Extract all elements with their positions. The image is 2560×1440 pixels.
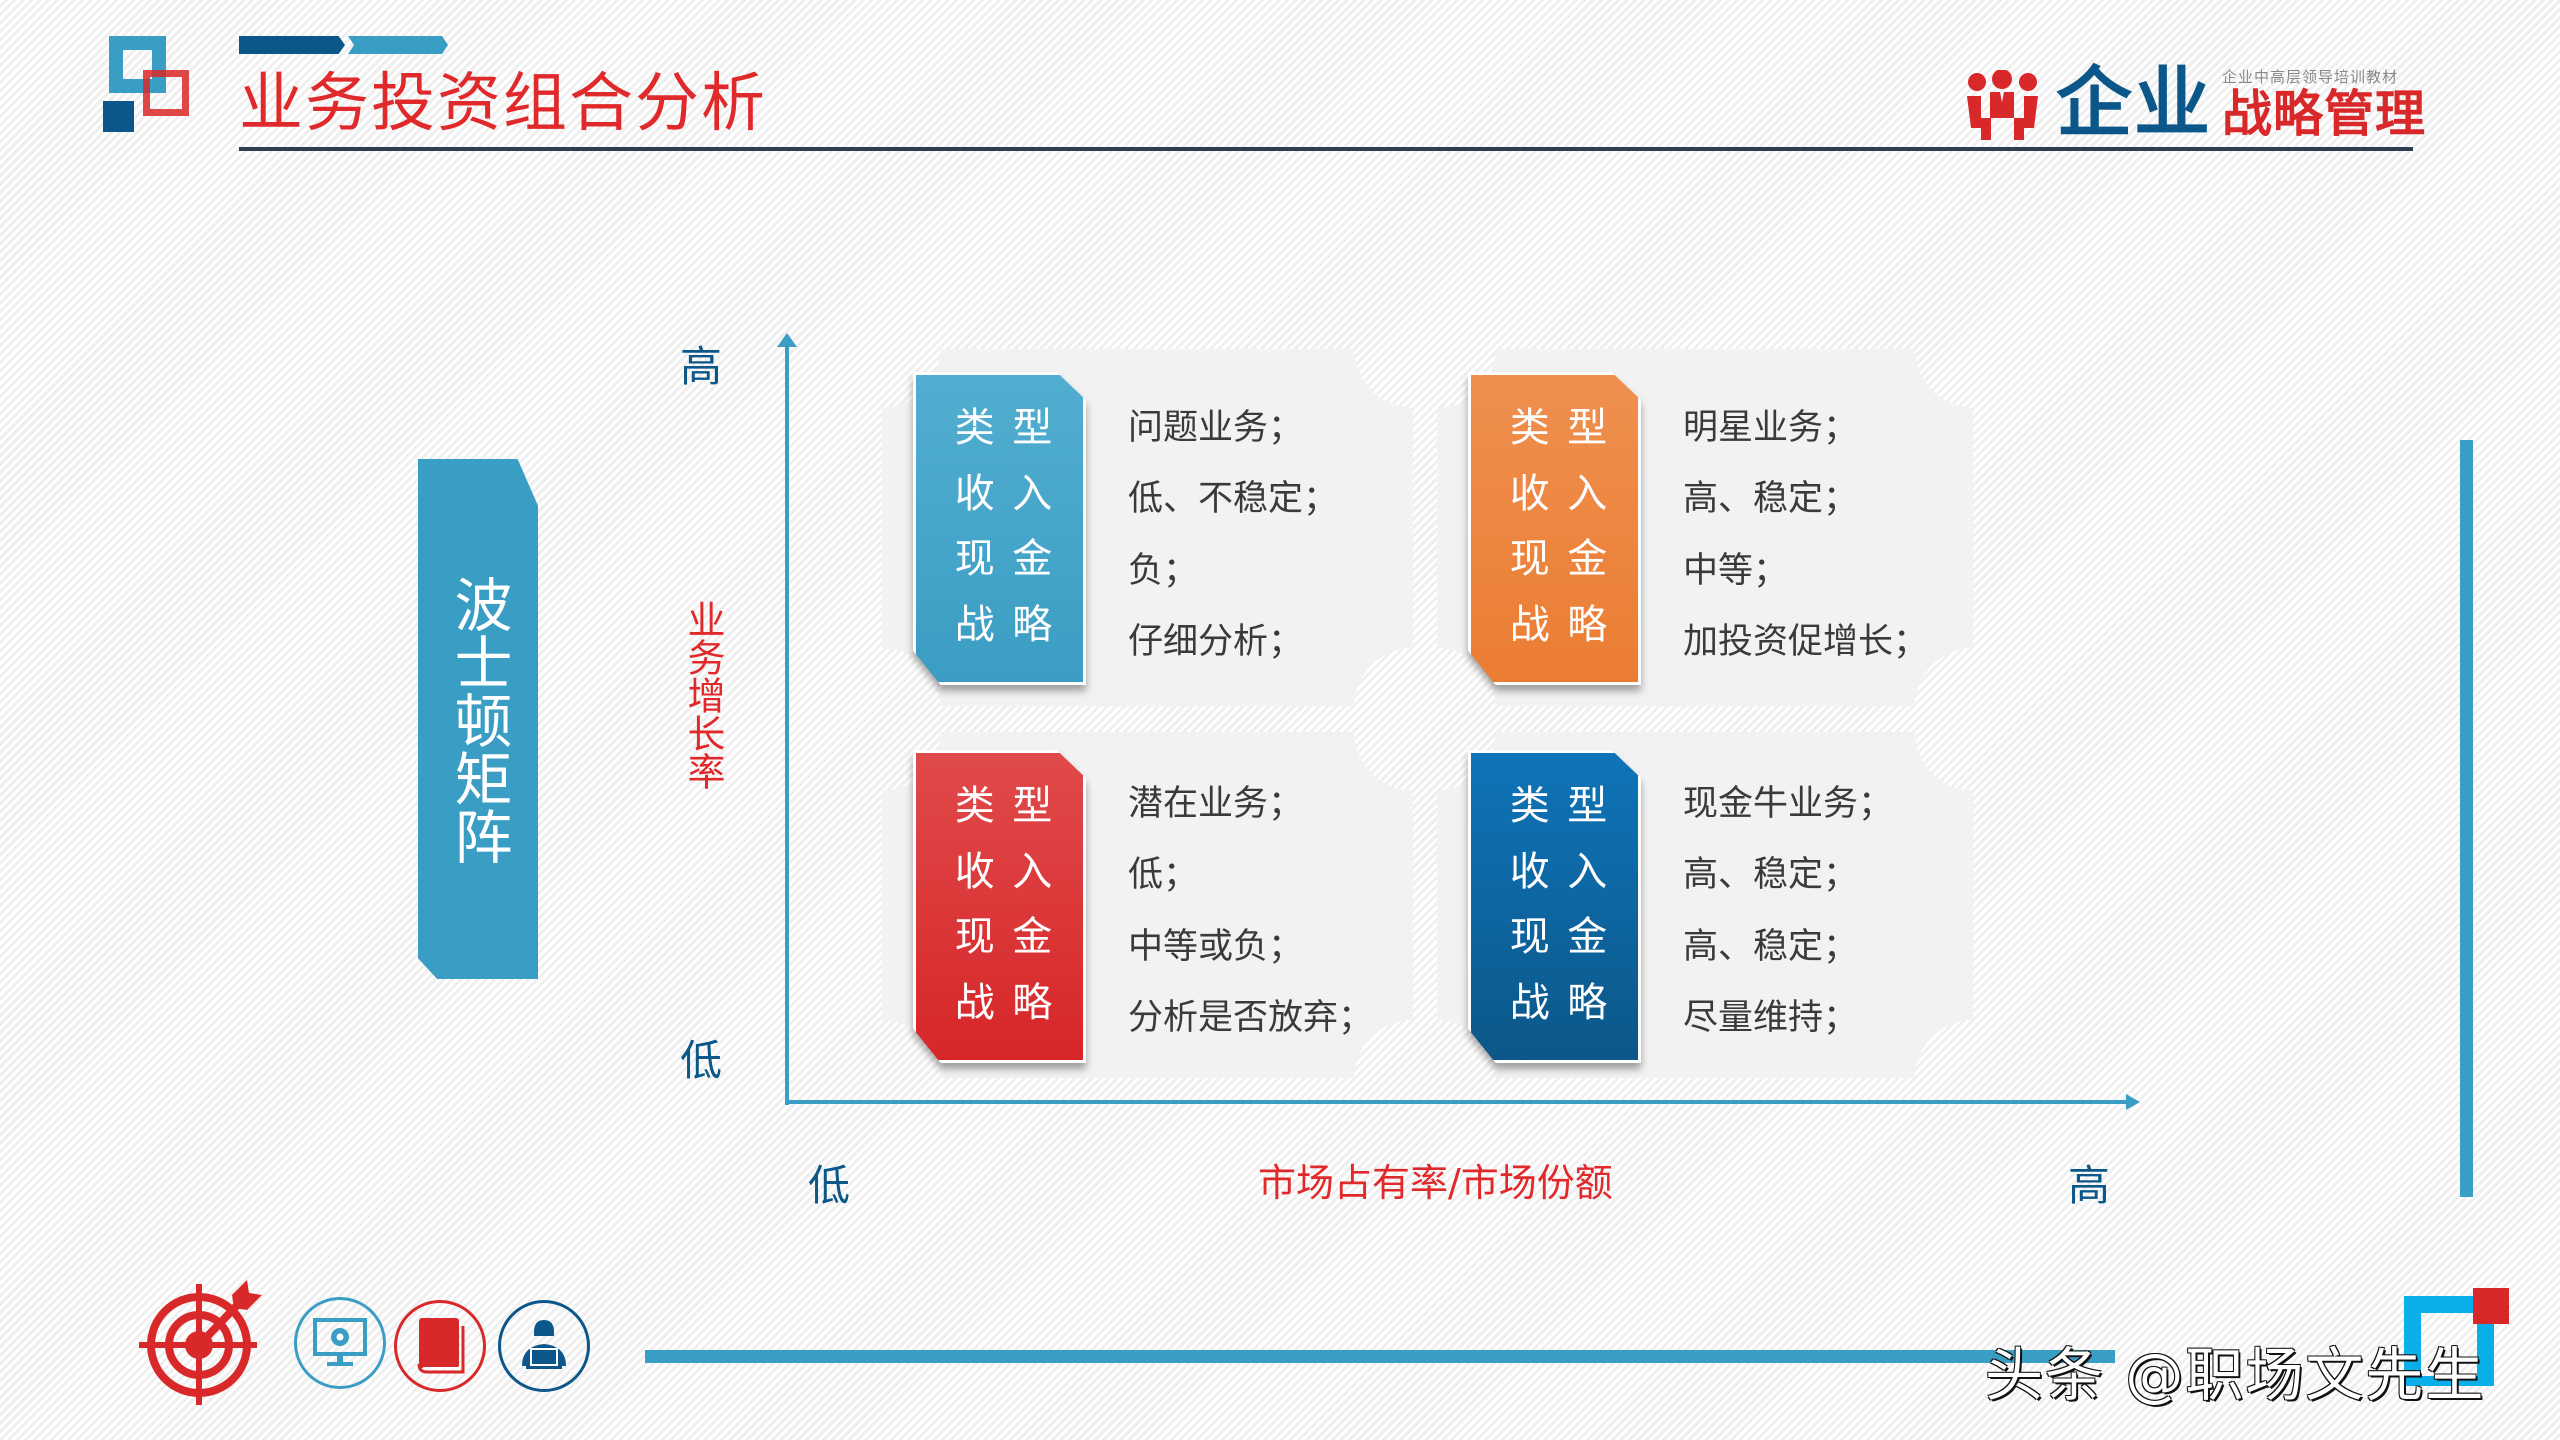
tag-label-cash-2: 金 — [1567, 536, 1608, 583]
tag-label-cash-2: 金 — [1567, 914, 1608, 961]
y-axis-line — [785, 345, 789, 1105]
quadrant-text-cash-cow: 现金牛业务； 高、稳定； 高、稳定； 尽量维持； — [1683, 784, 1893, 1038]
quadrant-text-question: 问题业务； 低、不稳定； 负； 仔细分析； — [1128, 408, 1338, 662]
quadrant-strategy-value: 分析是否放弃； — [1128, 997, 1374, 1038]
quadrant-strategy-value: 仔细分析； — [1128, 621, 1304, 662]
book-icon — [394, 1300, 486, 1392]
tag-label-income-1: 收 — [1509, 848, 1550, 895]
tag-label-type-1: 类 — [1509, 404, 1550, 451]
tag-label-strategy-2: 略 — [1567, 602, 1608, 649]
tag-label-type-1: 类 — [954, 782, 995, 829]
quadrant-income-value: 低； — [1128, 855, 1199, 896]
quadrant-type-value: 潜在业务； — [1128, 784, 1304, 824]
brand-sub-text: 战略管理 — [2222, 85, 2426, 143]
tag-label-type-1: 类 — [1509, 782, 1550, 829]
quadrant-tag-cash-cow: 类 型 收 入 现 金 战 略 — [1468, 750, 1641, 1063]
brand-tagline: 企业中高层领导培训教材 — [2222, 68, 2399, 86]
y-axis-arrow-icon — [777, 333, 797, 347]
header-chevron-dark — [239, 36, 345, 54]
boston-matrix-label: 波士顿矩阵 — [444, 575, 513, 865]
tag-label-cash-2: 金 — [1012, 536, 1053, 583]
tag-label-type-2: 型 — [1012, 782, 1053, 829]
brand-main-text: 企业 — [2056, 58, 2212, 147]
quadrant-cash-value: 中等； — [1683, 550, 1789, 591]
quadrant-cash-value: 中等或负； — [1128, 926, 1304, 967]
x-axis-arrow-icon — [2126, 1094, 2140, 1110]
brand-logo: 企业 企业中高层领导培训教材 战略管理 — [1965, 62, 2426, 142]
quadrant-strategy-value: 加投资促增长； — [1683, 621, 1929, 662]
tag-label-strategy-1: 战 — [1509, 602, 1550, 649]
quadrant-income-value: 低、不稳定； — [1128, 479, 1339, 520]
x-axis-high-label: 高 — [2068, 1161, 2111, 1210]
footer-bar — [645, 1350, 2115, 1363]
tag-label-income-1: 收 — [954, 470, 995, 517]
tag-label-type-2: 型 — [1567, 782, 1608, 829]
tag-label-type-2: 型 — [1567, 404, 1608, 451]
tag-label-cash-1: 现 — [1509, 914, 1550, 961]
tag-label-income-2: 入 — [1567, 470, 1608, 517]
quadrant-income-value: 高、稳定； — [1683, 479, 1859, 520]
quadrant-income-value: 高、稳定； — [1683, 855, 1859, 896]
people-icon — [1965, 69, 2040, 142]
x-axis-line — [785, 1100, 2130, 1104]
logo-blue-square — [109, 36, 166, 93]
quadrant-cash-value: 高、稳定； — [1683, 926, 1859, 967]
quadrant-type-value: 明星业务； — [1683, 408, 1859, 448]
tag-label-cash-1: 现 — [954, 536, 995, 583]
y-axis-title: 业务增长率 — [681, 600, 725, 790]
boston-matrix-banner — [418, 459, 538, 979]
tag-label-cash-2: 金 — [1012, 914, 1053, 961]
monitor-gear-icon — [294, 1297, 386, 1389]
presenter-laptop-icon — [498, 1300, 590, 1392]
tag-label-strategy-2: 略 — [1567, 980, 1608, 1027]
target-icon — [137, 1275, 267, 1406]
right-decor-bar — [2460, 440, 2473, 1197]
x-axis-low-label: 低 — [808, 1161, 851, 1210]
tag-label-type-1: 类 — [954, 404, 995, 451]
tag-label-strategy-1: 战 — [954, 980, 995, 1027]
quadrant-tag-star: 类 型 收 入 现 金 战 略 — [1468, 372, 1641, 685]
watermark-text: 头条 @职场文先生 — [1985, 1341, 2486, 1409]
quadrant-type-value: 问题业务； — [1128, 408, 1304, 448]
quadrant-type-value: 现金牛业务； — [1683, 784, 1894, 824]
quadrant-tag-question: 类 型 收 入 现 金 战 略 — [913, 372, 1086, 685]
x-axis-title: 市场占有率/市场份额 — [1258, 1161, 1613, 1205]
quadrant-cash-value: 负； — [1128, 550, 1199, 591]
tag-label-income-1: 收 — [1509, 470, 1550, 517]
tag-label-income-1: 收 — [954, 848, 995, 895]
tag-label-income-2: 入 — [1012, 848, 1053, 895]
tag-label-strategy-2: 略 — [1012, 980, 1053, 1027]
quadrant-text-potential: 潜在业务； 低； 中等或负； 分析是否放弃； — [1128, 784, 1373, 1038]
logo-dark-square — [103, 101, 134, 132]
y-axis-high-label: 高 — [680, 342, 723, 391]
tag-label-type-2: 型 — [1012, 404, 1053, 451]
corner-decor-red-square — [2473, 1288, 2509, 1324]
tag-label-cash-1: 现 — [954, 914, 995, 961]
page-title: 业务投资组合分析 — [239, 67, 767, 141]
tag-label-strategy-1: 战 — [954, 602, 995, 649]
quadrant-text-star: 明星业务； 高、稳定； 中等； 加投资促增长； — [1683, 408, 1928, 662]
y-axis-low-label: 低 — [680, 1036, 723, 1085]
header-chevron-light — [348, 36, 448, 54]
logo-red-square — [143, 70, 189, 116]
tag-label-strategy-2: 略 — [1012, 602, 1053, 649]
tag-label-strategy-1: 战 — [1509, 980, 1550, 1027]
tag-label-income-2: 入 — [1567, 848, 1608, 895]
quadrant-strategy-value: 尽量维持； — [1683, 997, 1859, 1038]
tag-label-cash-1: 现 — [1509, 536, 1550, 583]
quadrant-tag-potential: 类 型 收 入 现 金 战 略 — [913, 750, 1086, 1063]
tag-label-income-2: 入 — [1012, 470, 1053, 517]
title-underline — [239, 147, 2413, 151]
